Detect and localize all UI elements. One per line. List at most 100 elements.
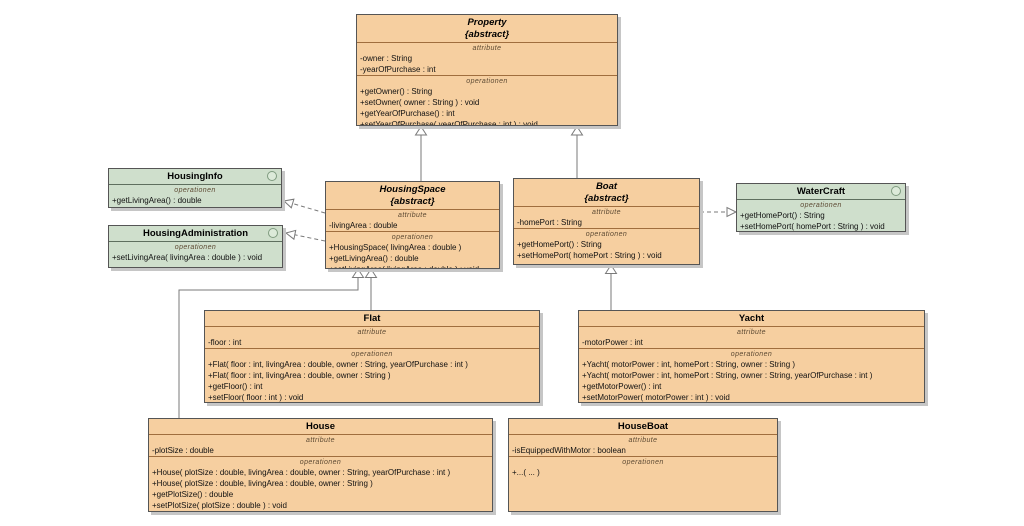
class-title: House (149, 419, 492, 434)
relation-realization-housingspace-housinginfo[interactable] (282, 198, 326, 214)
class-houseboat[interactable]: HouseBoat attribute -isEquippedWithMotor… (508, 418, 778, 512)
member-row: +setOwner( owner : String ) : void (360, 98, 480, 107)
class-title: Boat {abstract} (514, 179, 699, 206)
interface-lollipop-icon (268, 228, 278, 238)
relation-generalization-boat-property[interactable] (570, 125, 584, 179)
operations-compartment: operationen +House( plotSize : double, l… (149, 456, 492, 511)
class-watercraft[interactable]: WaterCraft operationen +getHomePort() : … (736, 183, 906, 232)
member-row: -plotSize : double (152, 446, 214, 455)
operations-compartment: operationen +Yacht( motorPower : int, ho… (579, 348, 924, 402)
attributes-compartment: attribute -isEquippedWithMotor : boolean (509, 434, 777, 456)
member-row: -livingArea : double (329, 221, 398, 230)
member-row: +HousingSpace( livingArea : double ) (329, 243, 462, 252)
class-property[interactable]: Property {abstract} attribute -owner : S… (356, 14, 618, 126)
class-house[interactable]: House attribute -plotSize : double opera… (148, 418, 493, 512)
class-yacht[interactable]: Yacht attribute -motorPower : int operat… (578, 310, 925, 403)
class-stereotype: {abstract} (390, 196, 435, 207)
section-label: operationen (800, 202, 842, 209)
member-row: +setPlotSize( plotSize : double ) : void (152, 501, 287, 510)
interface-lollipop-icon (267, 171, 277, 181)
class-name: HousingAdministration (142, 228, 249, 239)
member-row: +Flat( floor : int, livingArea : double,… (208, 360, 468, 369)
operations-compartment: operationen +getHomePort() : String +setH… (514, 228, 699, 264)
class-title: Property {abstract} (357, 15, 617, 42)
member-row: +setFloor( floor : int ) : void (208, 393, 304, 402)
member-row: -motorPower : int (582, 338, 643, 347)
section-label: attribute (628, 437, 658, 444)
section-label: operationen (351, 351, 393, 358)
section-label: operationen (174, 187, 216, 194)
section-label: operationen (466, 78, 508, 85)
member-row: -yearOfPurchase : int (360, 65, 436, 74)
operations-compartment: operationen +getOwner() : String +setOwne… (357, 75, 617, 125)
section-label: operationen (585, 231, 628, 238)
member-row: +setMotorPower( motorPower : int ) : voi… (582, 393, 730, 402)
attributes-compartment: attribute -homePort : String (514, 206, 699, 228)
class-name: House (305, 421, 336, 432)
member-row: +Flat( floor : int, livingArea : double,… (208, 371, 391, 380)
class-name: Yacht (738, 313, 765, 324)
operations-compartment: operationen +HousingSpace( livingArea : … (326, 231, 499, 268)
member-row: +setLivingArea( livingArea : double ) : … (326, 264, 499, 268)
class-flat[interactable]: Flat attribute -floor : int operationen … (204, 310, 540, 403)
member-row: +setLivingArea( livingArea : double ) : … (112, 253, 263, 262)
section-label: operationen (299, 459, 342, 466)
class-title: HousingSpace {abstract} (326, 182, 499, 209)
operations-compartment: operationen +Flat( floor : int, livingAr… (205, 348, 539, 402)
class-boat[interactable]: Boat {abstract} attribute -homePort : St… (513, 178, 700, 265)
class-housingspace[interactable]: HousingSpace {abstract} attribute -livin… (325, 181, 500, 269)
section-label: attribute (592, 209, 621, 216)
class-title: HousingAdministration (109, 226, 282, 241)
class-name: Boat (595, 181, 618, 192)
member-row: +setYearOfPurchase( yearOfPurchase : int… (360, 120, 538, 125)
class-title: HousingInfo (109, 169, 281, 184)
member-row: +setHomePort( homePort : String ) : void (740, 222, 885, 231)
interface-lollipop-icon (891, 186, 901, 196)
section-label: operationen (730, 351, 773, 358)
relation-generalization-housingspace-property[interactable] (414, 125, 428, 182)
class-title: HouseBoat (509, 419, 777, 434)
attributes-compartment: attribute -owner : String -yearOfPurchase… (357, 42, 617, 75)
class-title: WaterCraft (737, 184, 905, 199)
member-row: -homePort : String (517, 218, 582, 227)
section-label: attribute (472, 45, 502, 52)
member-row: -isEquippedWithMotor : boolean (512, 446, 626, 455)
class-title: Flat (205, 311, 539, 326)
operations-compartment: operationen +getLivingArea() : double (109, 184, 281, 207)
member-row: +...( ... ) (512, 468, 540, 477)
member-row: +getYearOfPurchase() : int (360, 109, 455, 118)
member-row: +getHomePort() : String (517, 240, 602, 249)
operations-compartment: operationen +setLivingArea( livingArea :… (109, 241, 282, 267)
member-row: +getMotorPower() : int (582, 382, 662, 391)
class-name: HousingSpace (379, 184, 446, 195)
class-name: HousingInfo (167, 171, 223, 182)
member-row: -owner : String (360, 54, 413, 63)
section-label: attribute (306, 437, 335, 444)
class-housingadministration[interactable]: HousingAdministration operationen +setLi… (108, 225, 283, 268)
member-row: +getFloor() : int (208, 382, 263, 391)
member-row: +Yacht( motorPower : int, homePort : Str… (582, 360, 796, 369)
member-row: +getOwner() : String (360, 87, 433, 96)
member-row: +House( plotSize : double, livingArea : … (152, 479, 373, 488)
class-name: HouseBoat (617, 421, 669, 432)
relation-generalization-house-housingspace[interactable] (178, 268, 365, 418)
member-row: +setHomePort( homePort : String ) : void (517, 251, 662, 260)
section-label: attribute (357, 329, 387, 336)
class-name: Property (467, 17, 507, 28)
class-stereotype: {abstract} (464, 29, 510, 40)
relation-realization-boat-watercraft[interactable] (700, 206, 738, 218)
section-label: attribute (737, 329, 766, 336)
class-stereotype: {abstract} (584, 193, 629, 204)
class-housinginfo[interactable]: HousingInfo operationen +getLivingArea()… (108, 168, 282, 208)
relation-generalization-flat-housingspace[interactable] (364, 268, 378, 310)
attributes-compartment: attribute -livingArea : double (326, 209, 499, 231)
relation-generalization-yacht-boat[interactable] (604, 264, 618, 310)
member-row: +Yacht( motorPower : int, homePort : Str… (582, 371, 873, 380)
class-name: Flat (363, 313, 381, 324)
member-row: -floor : int (208, 338, 242, 347)
relation-realization-housingspace-housingadministration[interactable] (284, 229, 326, 242)
attributes-compartment: attribute -motorPower : int (579, 326, 924, 348)
member-row: +getPlotSize() : double (152, 490, 234, 499)
member-row: +getHomePort() : String (740, 211, 825, 220)
